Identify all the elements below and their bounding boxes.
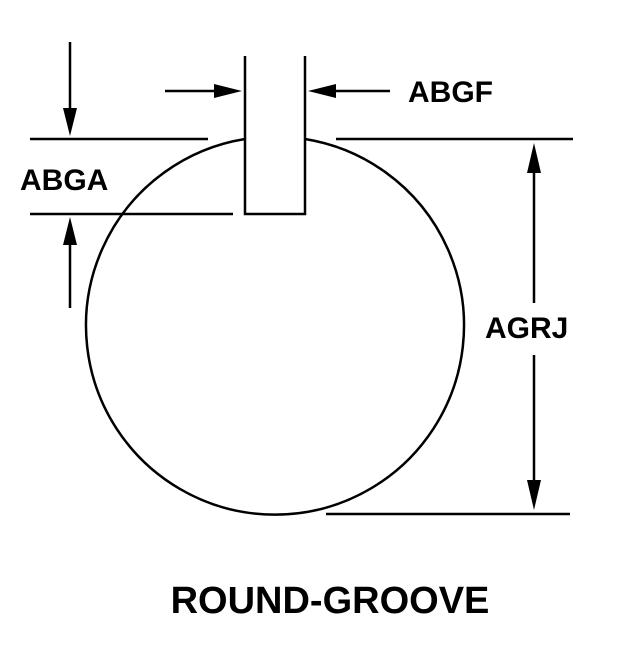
- diameter-dimension: [326, 137, 573, 516]
- groove-width-dimension: [165, 84, 390, 98]
- groove-width-label: ABGF: [408, 76, 493, 109]
- groove-depth-dimension: [30, 42, 233, 308]
- groove-notch: [243, 56, 307, 216]
- diameter-label: AGRJ: [485, 312, 568, 345]
- groove-depth-label: ABGA: [20, 164, 108, 197]
- shaft-outline: [84, 137, 466, 516]
- diagram-caption: ROUND-GROOVE: [171, 580, 490, 622]
